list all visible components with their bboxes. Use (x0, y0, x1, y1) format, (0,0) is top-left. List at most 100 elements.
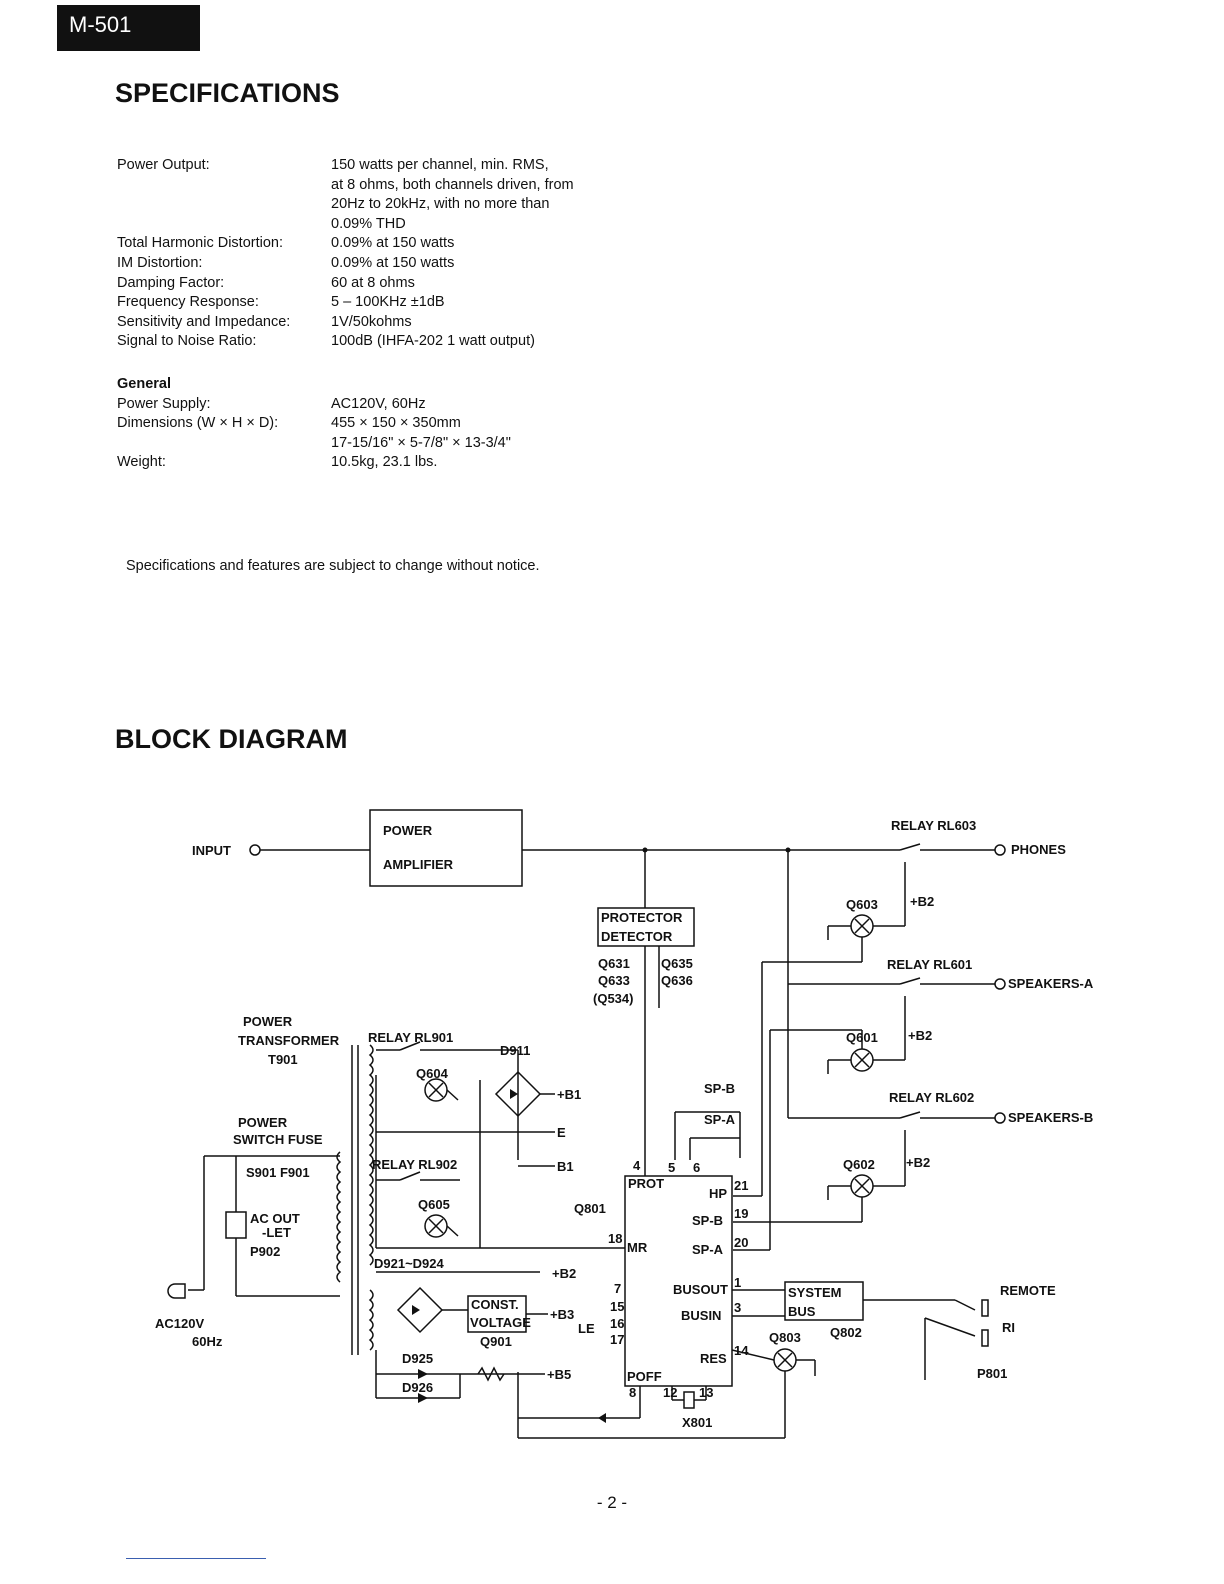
b1-label: B1 (557, 1159, 574, 1174)
speakers-a-terminal (994, 978, 1006, 990)
remote-label: REMOTE (1000, 1283, 1056, 1298)
pin-13: 13 (699, 1385, 713, 1400)
pin-5: 5 (668, 1160, 675, 1175)
general-section-label: General (117, 375, 171, 392)
x801-crystal (683, 1391, 695, 1409)
pin-16: 16 (610, 1316, 624, 1331)
spec-value: 100dB (IHFA-202 1 watt output) (331, 333, 535, 350)
spec-row: Power Output: 150 watts per channel, min.… (117, 156, 631, 234)
pin-8: 8 (629, 1385, 636, 1400)
d921-d924-bridge (396, 1286, 444, 1334)
q636-label: Q636 (661, 973, 693, 988)
speakers-b-label: SPEAKERS-B (1008, 1110, 1093, 1125)
sp-a-switch-label: SP-A (704, 1112, 736, 1127)
spec-label: IM Distortion: (117, 254, 203, 271)
pin-14: 14 (734, 1343, 749, 1358)
spec-table: Power Output: 150 watts per channel, min.… (117, 156, 631, 473)
d925-label: D925 (402, 1351, 433, 1366)
q635-label: Q635 (661, 956, 693, 971)
bus-label: BUS (788, 1304, 816, 1319)
spec-label: Frequency Response: (117, 294, 259, 311)
q801-microcontroller (624, 1175, 733, 1387)
detector-label: DETECTOR (601, 929, 673, 944)
hp-pin-label: HP (709, 1186, 727, 1201)
q601-label: Q601 (846, 1030, 878, 1045)
mr-pin-label: MR (627, 1240, 648, 1255)
speakers-b-terminal (994, 1112, 1006, 1124)
q602-label: Q602 (843, 1157, 875, 1172)
pin-19: 19 (734, 1206, 748, 1221)
pin-21: 21 (734, 1178, 748, 1193)
power-transformer-label-2: TRANSFORMER (238, 1033, 340, 1048)
block-diagram: INPUT POWER AMPLIFIER RELAY RL603 PHONES… (155, 809, 1094, 1439)
phones-terminal (994, 844, 1006, 856)
remote-jack-1 (981, 1299, 989, 1317)
t901-secondary (368, 1044, 374, 1266)
q633-label: Q633 (598, 973, 630, 988)
power-amplifier-block (369, 809, 523, 887)
pin-17: 17 (610, 1332, 624, 1347)
b5-label: +B5 (547, 1367, 571, 1382)
b1-plus-label: +B1 (557, 1087, 581, 1102)
poff-pin-label: POFF (627, 1369, 662, 1384)
spec-value: 0.09% at 150 watts (331, 235, 455, 252)
busout-pin-label: BUSOUT (673, 1282, 728, 1297)
remote-jack-2 (981, 1329, 989, 1347)
spec-notice: Specifications and features are subject … (126, 558, 540, 574)
spec-row: Power Supply:AC120V, 60Hz (117, 395, 631, 415)
ac-plug (167, 1283, 186, 1299)
x801-label: X801 (682, 1415, 712, 1430)
ac-out-label-2: -LET (262, 1225, 291, 1240)
pin-20: 20 (734, 1235, 748, 1250)
spec-label: Sensitivity and Impedance: (117, 313, 291, 330)
spec-label: Signal to Noise Ratio: (117, 333, 257, 350)
b2-label-2: +B2 (908, 1028, 932, 1043)
page-number: - 2 - (596, 1493, 628, 1512)
relay-rl902-label: RELAY RL902 (372, 1157, 457, 1172)
pin-12: 12 (663, 1385, 677, 1400)
q604-label: Q604 (416, 1066, 449, 1081)
spec-row: Dimensions (W × H × D):455 × 150 × 350mm… (117, 414, 631, 453)
spec-value: 455 × 150 × 350mm 17-15/16" × 5-7/8" × 1… (331, 415, 511, 451)
b2-label-3: +B2 (906, 1155, 930, 1170)
spec-value: 150 watts per channel, min. RMS, at 8 oh… (331, 157, 574, 232)
relay-rl603-label: RELAY RL603 (891, 818, 976, 833)
sp-b-switch-label: SP-B (704, 1081, 735, 1096)
spec-label: Power Output: (117, 157, 210, 173)
spec-label: Damping Factor: (117, 274, 225, 291)
prot-pin-label: PROT (628, 1176, 664, 1191)
speakers-a-label: SPEAKERS-A (1008, 976, 1094, 991)
s901-f901-label: S901 F901 (246, 1165, 310, 1180)
pin-1: 1 (734, 1275, 741, 1290)
ac120v-label: AC120V (155, 1316, 204, 1331)
spec-value: 60 at 8 ohms (331, 274, 415, 291)
phones-label: PHONES (1011, 842, 1066, 857)
q603-label: Q603 (846, 897, 878, 912)
t901-label: T901 (268, 1052, 298, 1067)
block-diagram-heading: BLOCK DIAGRAM (115, 724, 348, 754)
q803-label: Q803 (769, 1330, 801, 1345)
pin-4: 4 (633, 1158, 641, 1173)
spec-row: Total Harmonic Distortion:0.09% at 150 w… (117, 234, 631, 254)
q801-label: Q801 (574, 1201, 606, 1216)
q605-label: Q605 (418, 1197, 450, 1212)
power-label: POWER (383, 823, 433, 838)
power-switch-label-1: POWER (238, 1115, 288, 1130)
t901-primary (336, 1151, 342, 1283)
sp-a-pin-label: SP-A (692, 1242, 724, 1257)
q631-label: Q631 (598, 956, 630, 971)
e-label: E (557, 1125, 566, 1140)
b5-resistor (477, 1366, 505, 1382)
spec-value: 0.09% at 150 watts (331, 254, 455, 271)
footer-link-line (126, 1558, 266, 1559)
b3-label: +B3 (550, 1307, 574, 1322)
spec-label: Power Supply: (117, 395, 211, 412)
spec-value: 1V/50kohms (331, 313, 412, 330)
const-label: CONST. (471, 1297, 519, 1312)
spec-label: Weight: (117, 454, 166, 471)
q802-label: Q802 (830, 1325, 862, 1340)
system-label: SYSTEM (788, 1285, 841, 1300)
specifications-heading: SPECIFICATIONS (115, 78, 340, 108)
relay-rl901-label: RELAY RL901 (368, 1030, 453, 1045)
q901-label: Q901 (480, 1334, 512, 1349)
